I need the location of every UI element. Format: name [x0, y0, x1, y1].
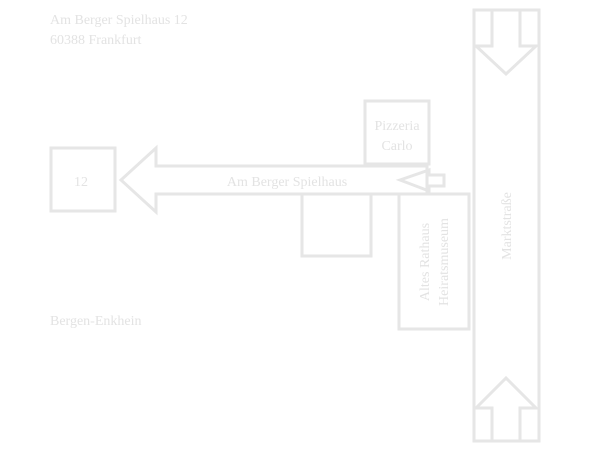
street-entry-arrow — [395, 167, 446, 194]
street-am-berger-spielhaus — [118, 144, 429, 216]
marktstrasse-arrow-up-icon — [472, 375, 540, 443]
marktstrasse-arrow-down-icon — [472, 8, 540, 77]
pizzeria-label-line-1: Pizzeria — [374, 119, 420, 134]
district-label: Bergen-Enkhein — [50, 314, 142, 329]
rathaus-label-line-1: Altes Rathaus — [418, 223, 433, 301]
street-label-marktstrasse: Marktstraße — [500, 192, 515, 260]
building-unlabeled — [300, 192, 373, 258]
pizzeria-label-line-2: Carlo — [381, 139, 412, 154]
rathaus-label-line-2: Heiratsmuseum — [437, 218, 452, 306]
building-12 — [49, 146, 117, 213]
address-line-1: Am Berger Spielhaus 12 — [50, 13, 188, 28]
building-pizzeria-carlo — [363, 99, 431, 166]
address-line-2: 60388 Frankfurt — [50, 33, 141, 48]
street-label-am-berger-spielhaus: Am Berger Spielhaus — [227, 175, 347, 190]
building-12-label: 12 — [74, 175, 88, 190]
building-altes-rathaus — [397, 192, 471, 331]
